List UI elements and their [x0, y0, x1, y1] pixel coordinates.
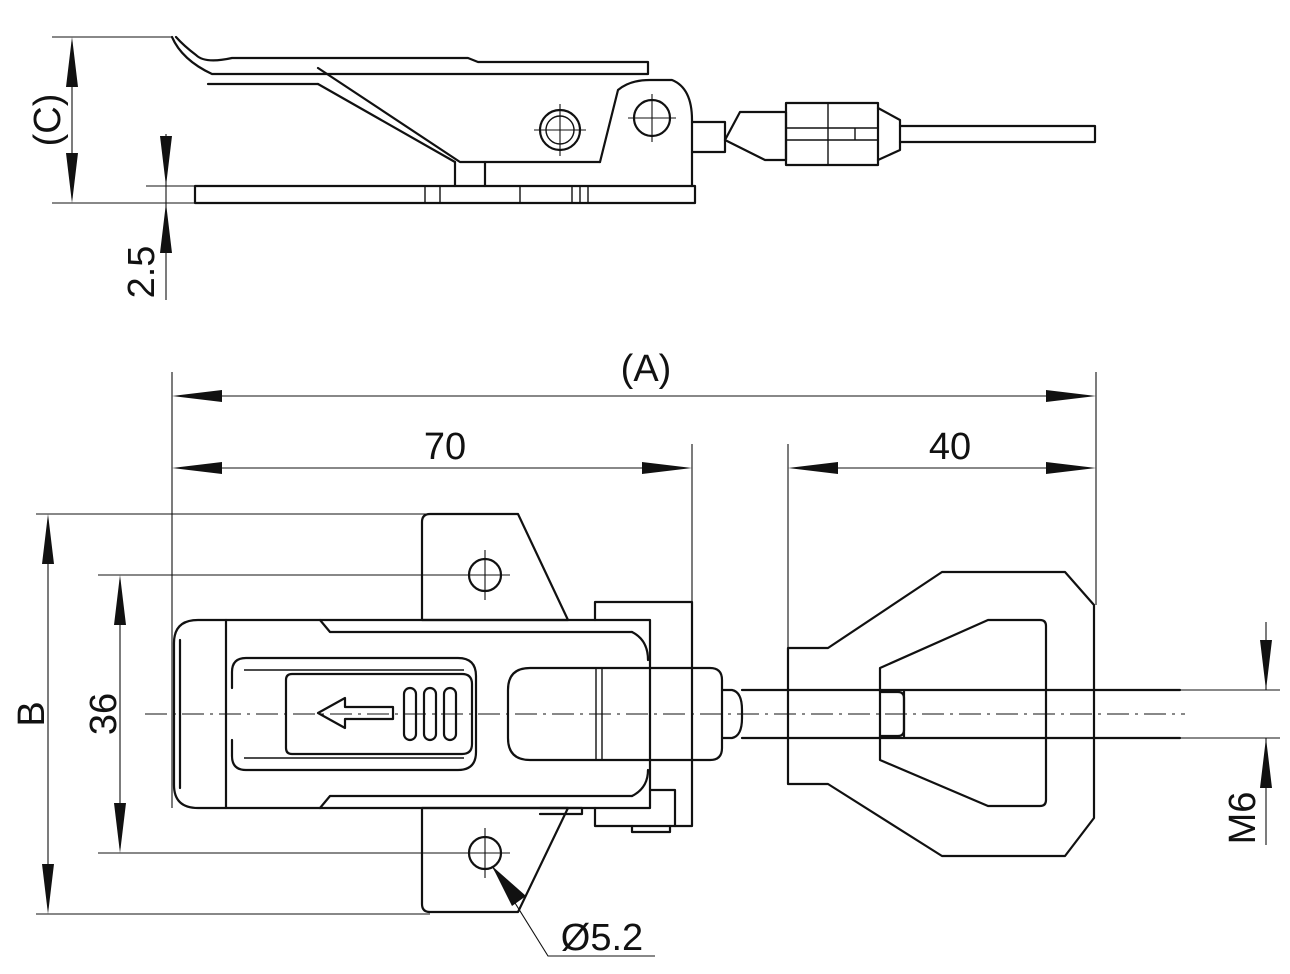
dim-keeper-length	[787, 444, 1096, 648]
dim-hole-diameter	[491, 865, 655, 957]
dim-hole-spacing-label: 36	[83, 693, 125, 735]
dim-thickness-label: 2.5	[121, 246, 163, 299]
side-view	[170, 35, 1097, 205]
dim-overall-width	[36, 513, 430, 915]
dim-keeper-length-label: 40	[929, 426, 971, 468]
dim-overall-length-label: (A)	[621, 348, 672, 390]
dim-overall-width-label: B	[11, 701, 53, 726]
dim-thickness	[146, 134, 195, 300]
dim-hole-diameter-label: Ø5.2	[561, 917, 643, 959]
dim-base-length	[172, 444, 693, 602]
top-view	[145, 512, 1185, 914]
dim-thread-label: M6	[1222, 792, 1264, 845]
dim-thread	[1180, 622, 1280, 845]
dim-height-label: (C)	[27, 94, 69, 147]
dim-overall-length	[171, 372, 1097, 808]
dim-height	[52, 36, 195, 204]
dim-hole-spacing	[98, 574, 460, 854]
dim-base-length-label: 70	[424, 426, 466, 468]
